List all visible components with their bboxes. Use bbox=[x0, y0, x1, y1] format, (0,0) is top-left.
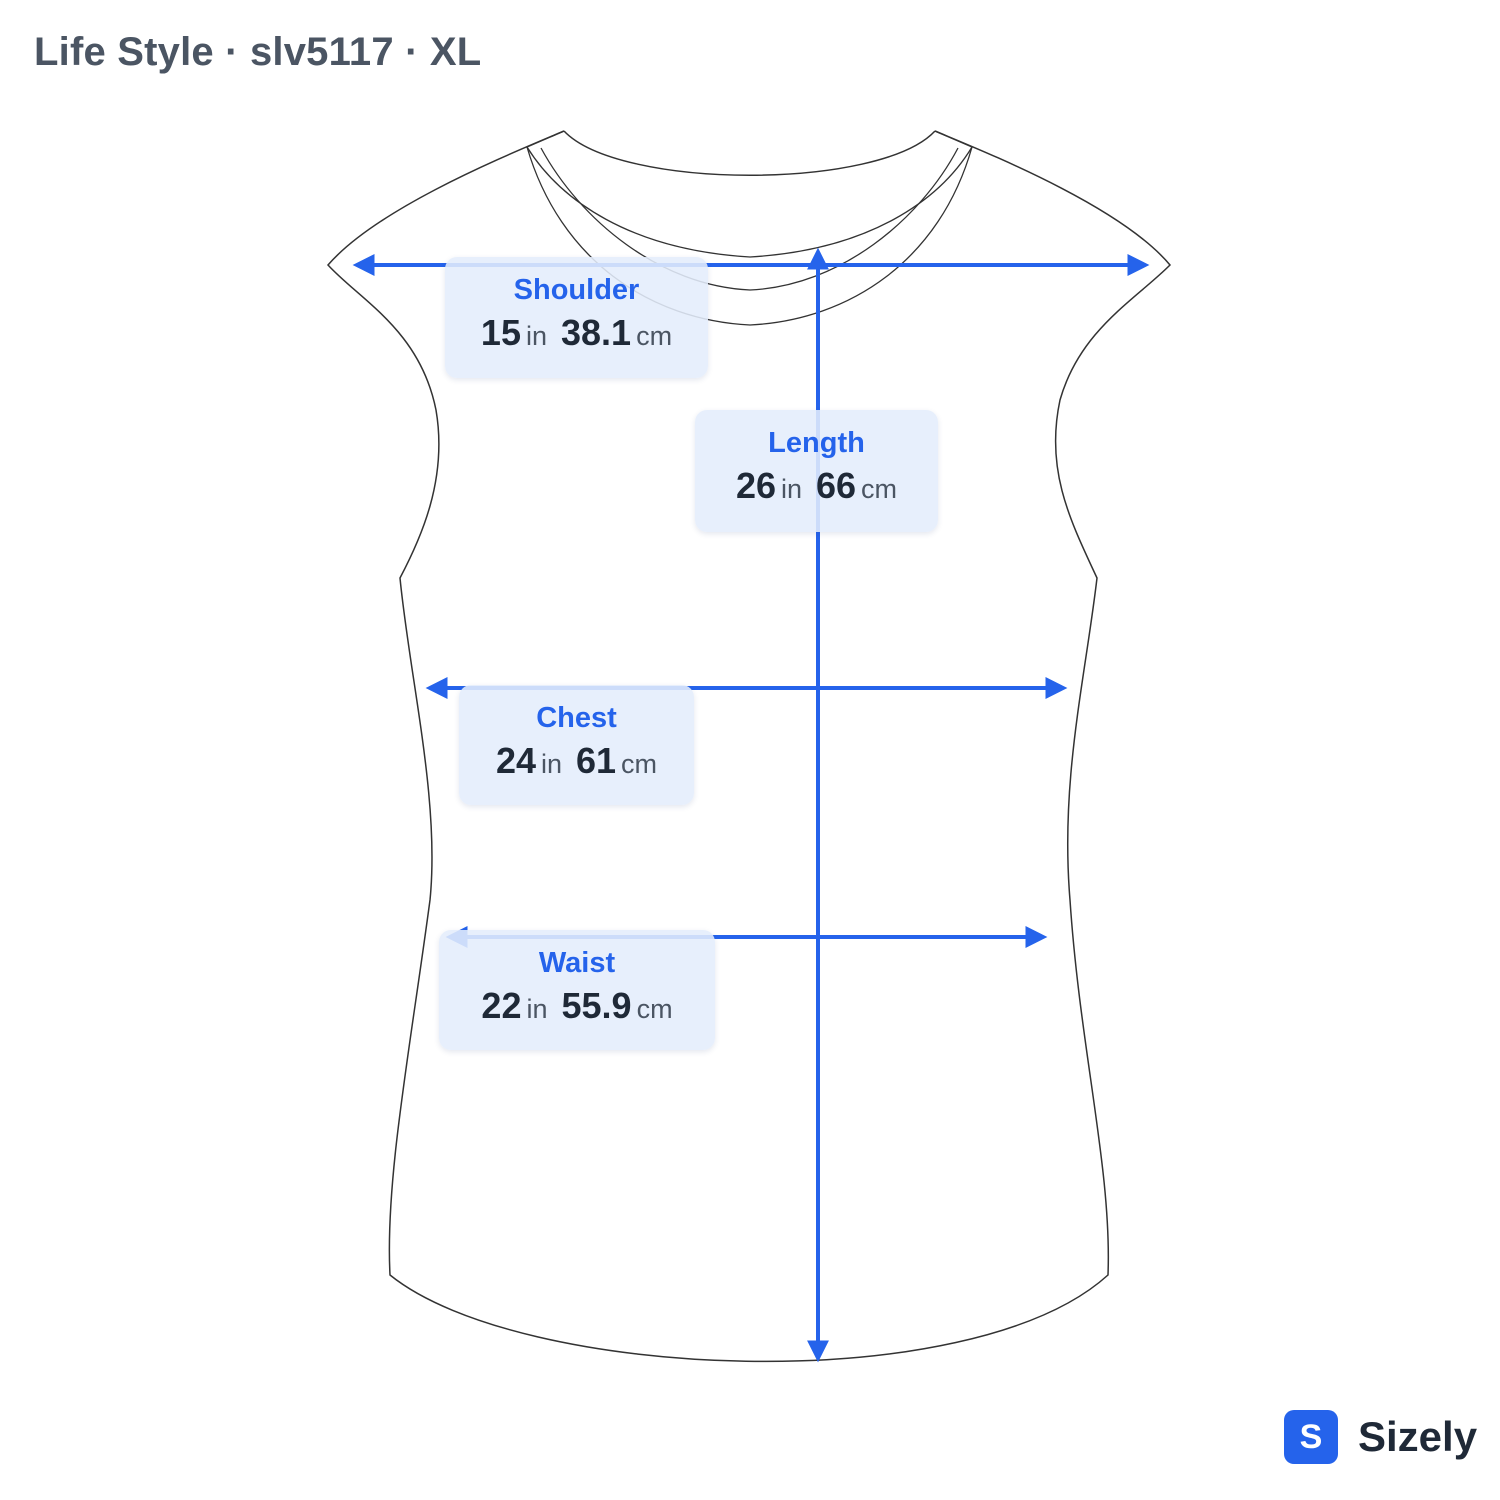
waist-in-value: 22 bbox=[481, 985, 522, 1026]
length-in-value: 26 bbox=[735, 465, 776, 506]
waist-name: Waist bbox=[538, 947, 616, 979]
chest-name: Chest bbox=[536, 702, 617, 734]
length-cm-value: 66 bbox=[816, 465, 857, 506]
brand-logo: S Sizely bbox=[1284, 1410, 1477, 1464]
length-cm-unit: cm bbox=[861, 474, 898, 504]
length-in-unit: in bbox=[780, 474, 802, 504]
collar-top-stitch bbox=[526, 146, 973, 258]
length-name: Length bbox=[768, 427, 865, 459]
waist-cm-value: 55.9 bbox=[561, 985, 632, 1026]
chest-cm-unit: cm bbox=[621, 749, 658, 779]
page-title: Life Style · slv5117 · XL bbox=[34, 30, 482, 74]
chest-in-value: 24 bbox=[495, 740, 536, 781]
chest-in-unit: in bbox=[540, 749, 562, 779]
shoulder-name: Shoulder bbox=[513, 274, 640, 306]
chest-cm-value: 61 bbox=[576, 740, 617, 781]
collar-inner-stitch bbox=[526, 146, 973, 326]
waist-cm-unit: cm bbox=[636, 994, 673, 1024]
collar-mid-stitch bbox=[540, 147, 959, 291]
shoulder-cm-value: 38.1 bbox=[560, 312, 632, 353]
collar-edge-right bbox=[934, 130, 973, 148]
shirt-outline bbox=[326, 130, 1172, 1363]
shoulder-in-value: 15 bbox=[480, 312, 521, 353]
shoulder-cm-unit: cm bbox=[636, 321, 673, 351]
waist-in-unit: in bbox=[526, 994, 548, 1024]
collar-outer bbox=[563, 130, 936, 176]
brand-name: Sizely bbox=[1358, 1413, 1478, 1460]
shoulder-in-unit: in bbox=[525, 321, 547, 351]
brand-badge-icon: S bbox=[1284, 1410, 1338, 1464]
collar-edge-left bbox=[526, 130, 565, 148]
